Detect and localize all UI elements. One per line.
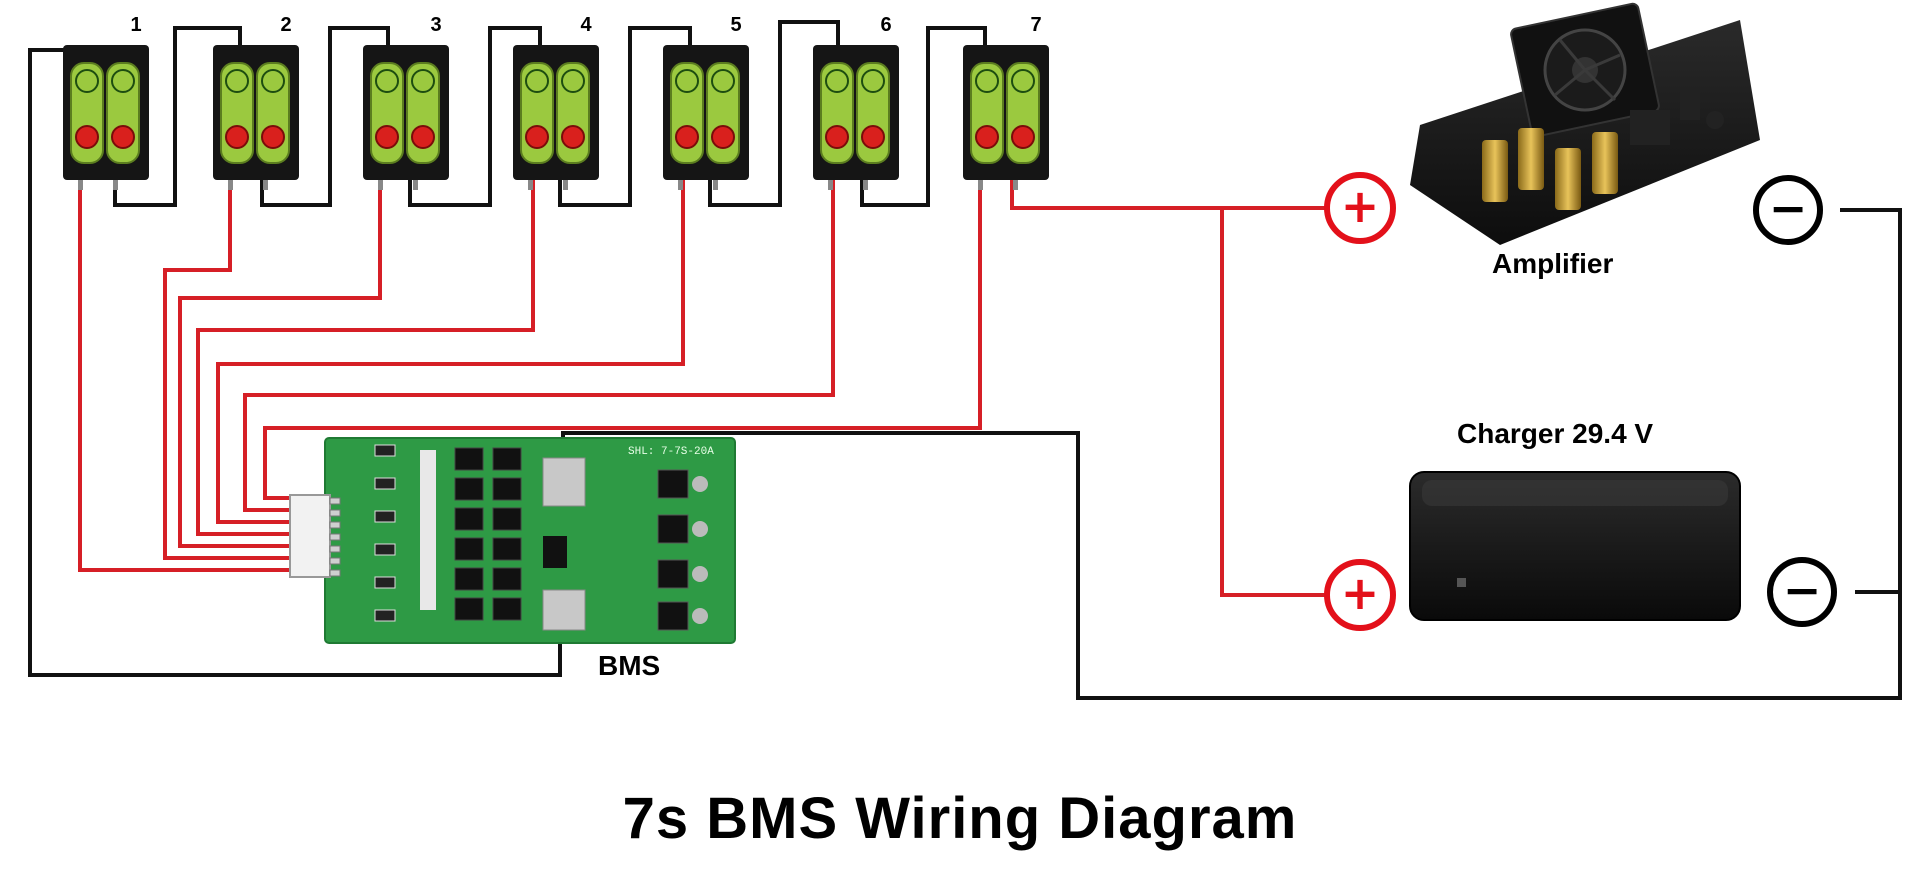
- battery-number-label: 7: [1030, 14, 1042, 36]
- wire-charger-positive: [1220, 208, 1325, 597]
- bms-label: BMS: [598, 650, 661, 681]
- battery-number-label: 2: [280, 14, 292, 36]
- minus-icon: −: [1769, 181, 1808, 235]
- amplifier-positive-terminal: +: [1324, 172, 1396, 244]
- amplifier-label: Amplifier: [1492, 248, 1614, 279]
- battery-holder: [813, 45, 899, 190]
- minus-icon: −: [1783, 563, 1822, 617]
- battery-number-label: 3: [430, 14, 442, 36]
- battery-number-label: 5: [730, 14, 742, 36]
- battery-holder: [63, 45, 149, 190]
- wire-series-6-7: [860, 26, 987, 207]
- wire-main-negative: [28, 48, 562, 677]
- wire-series-4-5: [558, 26, 692, 207]
- bms-board: SHL: 7-7S-20A: [289, 437, 736, 644]
- balance-wire-b1: [163, 180, 290, 560]
- battery-number-label: 6: [880, 14, 892, 36]
- balance-wire-b2: [178, 180, 382, 548]
- battery-holder: [663, 45, 749, 190]
- balance-wire-b6: [263, 180, 982, 500]
- balance-wire-b4: [216, 180, 685, 524]
- balance-wires: [78, 180, 1325, 597]
- wire-series-5-6: [708, 20, 840, 207]
- battery-holder: [963, 45, 1049, 190]
- charger-unit: [1409, 471, 1741, 621]
- battery-holder: [363, 45, 449, 190]
- balance-wire-b3: [196, 180, 535, 536]
- battery-number-label: 1: [130, 14, 142, 36]
- plus-icon: +: [1341, 566, 1380, 620]
- battery-holder: [513, 45, 599, 190]
- amplifier-board: [1410, 2, 1760, 245]
- wire-series-2-3: [260, 26, 390, 207]
- wire-pack-positive: [1010, 180, 1325, 210]
- wire-series-1-2: [113, 26, 242, 207]
- charger-label: Charger 29.4 V: [1457, 418, 1654, 449]
- page-title: 7s BMS Wiring Diagram: [622, 786, 1298, 851]
- bms-board-silkscreen: SHL: 7-7S-20A: [628, 446, 714, 458]
- balance-connector: [289, 494, 331, 578]
- battery-pack: [63, 45, 1049, 190]
- amplifier-negative-terminal: −: [1753, 175, 1823, 245]
- battery-number-label: 4: [580, 14, 592, 36]
- balance-wire-b0: [78, 180, 290, 572]
- balance-wire-b5: [243, 180, 835, 512]
- plus-icon: +: [1341, 179, 1380, 233]
- wire-amplifier-negative: [1840, 208, 1902, 595]
- charger-positive-terminal: +: [1324, 559, 1396, 631]
- battery-holder: [213, 45, 299, 190]
- negative-wires: [28, 20, 1902, 700]
- charger-negative-terminal: −: [1767, 557, 1837, 627]
- wire-series-3-4: [408, 26, 542, 207]
